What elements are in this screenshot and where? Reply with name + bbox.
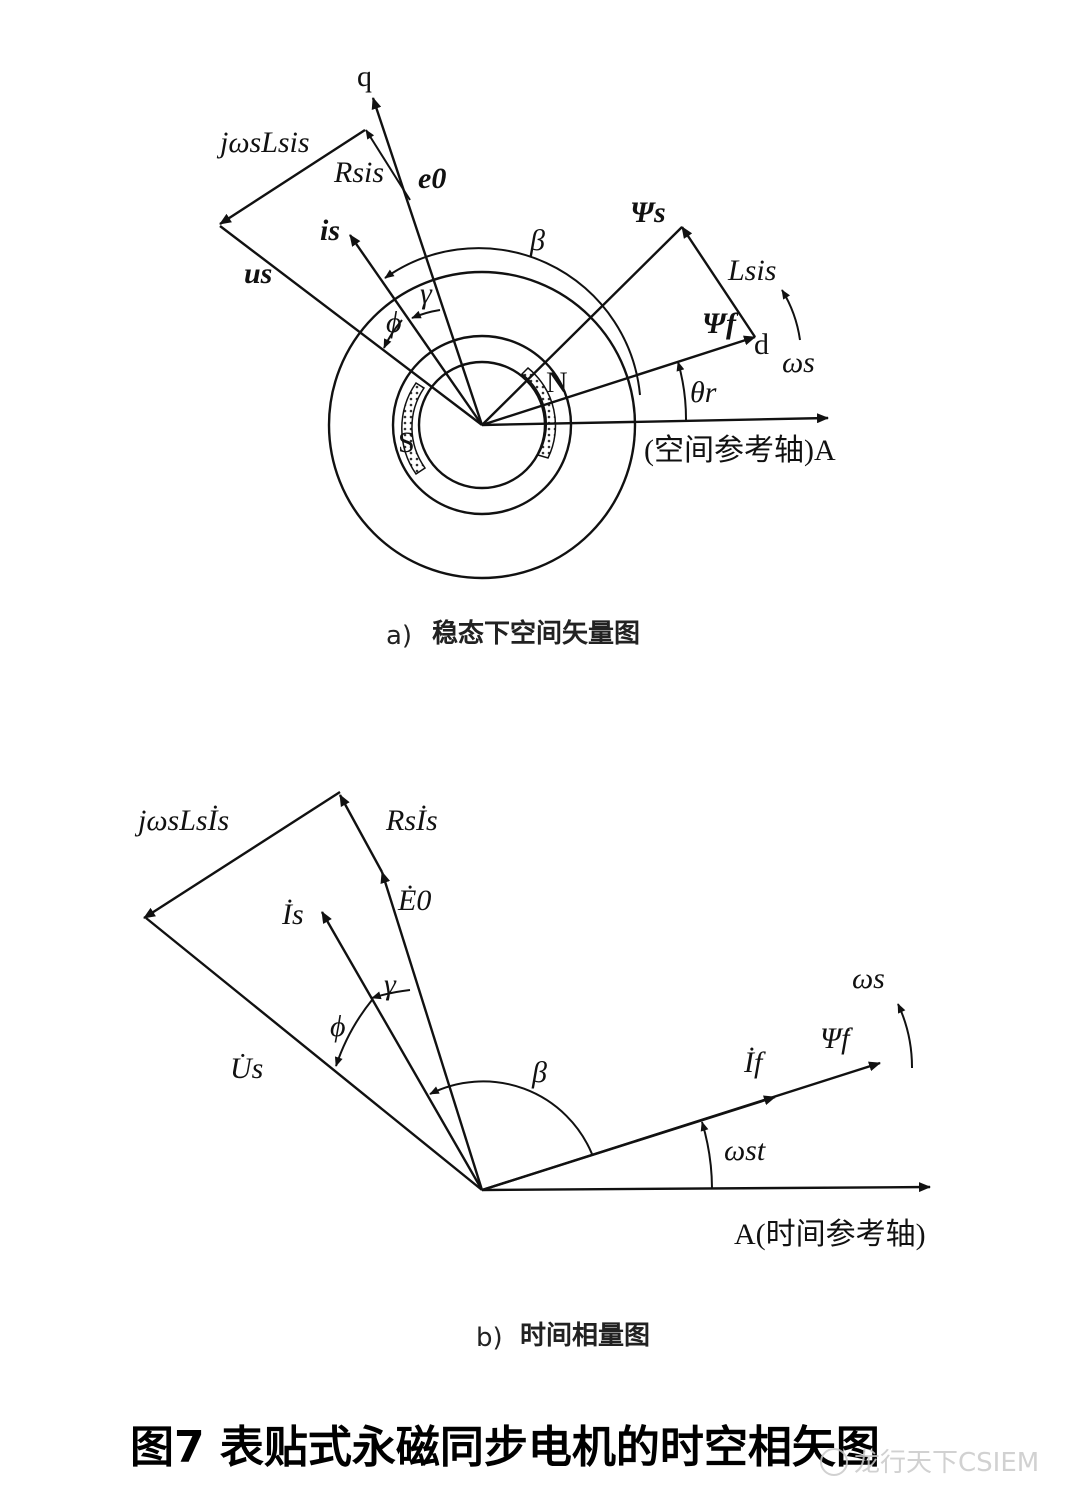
- e0-label: e0: [418, 162, 446, 195]
- rs-is-label-b: Rsİs: [385, 804, 438, 837]
- time-reference-axis: [481, 1182, 931, 1193]
- us-vector: [219, 225, 483, 426]
- stator-outer-circle: [327, 270, 637, 580]
- rs-is-vector: [365, 129, 411, 201]
- omega-s-label: ωs: [782, 346, 815, 379]
- caption-a-letter: a): [386, 621, 412, 651]
- psi-s-label: Ψs: [630, 196, 666, 229]
- q-axis: [371, 97, 484, 426]
- jws-ls-is-phasor: [143, 790, 341, 920]
- jws-ls-is-label: jωsLsis: [216, 126, 310, 159]
- omega-s-rotation-arc: [781, 289, 801, 341]
- theta-r-arc: [676, 361, 688, 421]
- time-reference-axis-label: A(时间参考轴): [734, 1218, 926, 1251]
- psi-f-label: Ψf: [702, 307, 739, 340]
- omega-s-label-b: ωs: [852, 962, 885, 995]
- pole-north-label: N: [546, 366, 568, 399]
- rotor-circle: [417, 360, 547, 490]
- figure-title: 图7 表贴式永磁同步电机的时空相矢图: [130, 1422, 880, 1473]
- beta-arc-b: [429, 1080, 593, 1155]
- d-axis-label: d: [754, 328, 769, 361]
- psi-f-label-b: Ψ̇f: [820, 1022, 853, 1055]
- phi-label-b: ϕ: [330, 1010, 346, 1043]
- q-axis-label: q: [357, 60, 372, 93]
- gamma-label-b: γ: [384, 968, 397, 1001]
- caption-b-text: 时间相量图: [520, 1321, 650, 1351]
- theta-r-label: θr: [690, 376, 717, 409]
- magnet-north: [520, 366, 557, 459]
- beta-arc: [384, 247, 641, 396]
- beta-label: β: [529, 224, 545, 257]
- gamma-arc: [411, 309, 441, 319]
- if-label-b: İf: [743, 1046, 766, 1079]
- pole-south-label: S: [398, 426, 415, 459]
- diagram-b: A(时间参考轴) jωsLsİs Rsİs Ė0 İs U̇s İf Ψ̇f β: [134, 790, 931, 1353]
- gamma-label: γ: [420, 277, 433, 310]
- jws-ls-is-vector: [219, 128, 366, 226]
- gamma-arc-b: [371, 989, 411, 1000]
- d-axis: [481, 335, 756, 427]
- e0-phasor: [380, 871, 484, 1191]
- beta-label-b: β: [531, 1056, 547, 1089]
- rs-is-label: Rsis: [333, 156, 384, 189]
- us-label: us: [244, 257, 272, 290]
- if-arrowhead-mid: [481, 1095, 776, 1192]
- stator-inner-circle: [391, 334, 573, 516]
- watermark-text: 龙行天下CSIEM: [854, 1448, 1039, 1478]
- a-reference-axis-label: (空间参考轴)A: [644, 434, 836, 467]
- watermark-logo-icon: [820, 1448, 848, 1476]
- watermark: 龙行天下CSIEM: [820, 1448, 1039, 1478]
- us-phasor: [145, 917, 483, 1191]
- magnet-south: [401, 381, 427, 476]
- is-label-b: İs: [281, 898, 304, 931]
- is-phasor: [320, 911, 484, 1191]
- jws-ls-is-label-b: jωsLsİs: [134, 804, 229, 837]
- phi-label: ϕ: [386, 306, 402, 339]
- us-label-b: U̇s: [230, 1052, 263, 1085]
- omega-s-t-arc: [700, 1121, 713, 1189]
- omega-s-rotation-arc-b: [897, 1003, 914, 1069]
- caption-a-text: 稳态下空间矢量图: [432, 618, 640, 649]
- diagram-a: N S (空间参考轴)A d q jωsLsis: [216, 60, 836, 651]
- ls-is-label: Lsis: [727, 254, 776, 287]
- is-vector: [349, 234, 483, 426]
- e0-label-b: Ė0: [397, 884, 431, 917]
- ls-is-vector: [681, 226, 756, 338]
- omega-s-t-label-b: ωst: [724, 1134, 766, 1167]
- psi-s-vector: [481, 226, 683, 426]
- phi-arc-b: [334, 999, 373, 1067]
- a-reference-axis: [481, 413, 829, 427]
- phi-arc: [383, 319, 403, 349]
- caption-b-letter: b): [476, 1323, 503, 1353]
- rs-is-phasor: [338, 794, 384, 873]
- is-label: is: [320, 214, 340, 247]
